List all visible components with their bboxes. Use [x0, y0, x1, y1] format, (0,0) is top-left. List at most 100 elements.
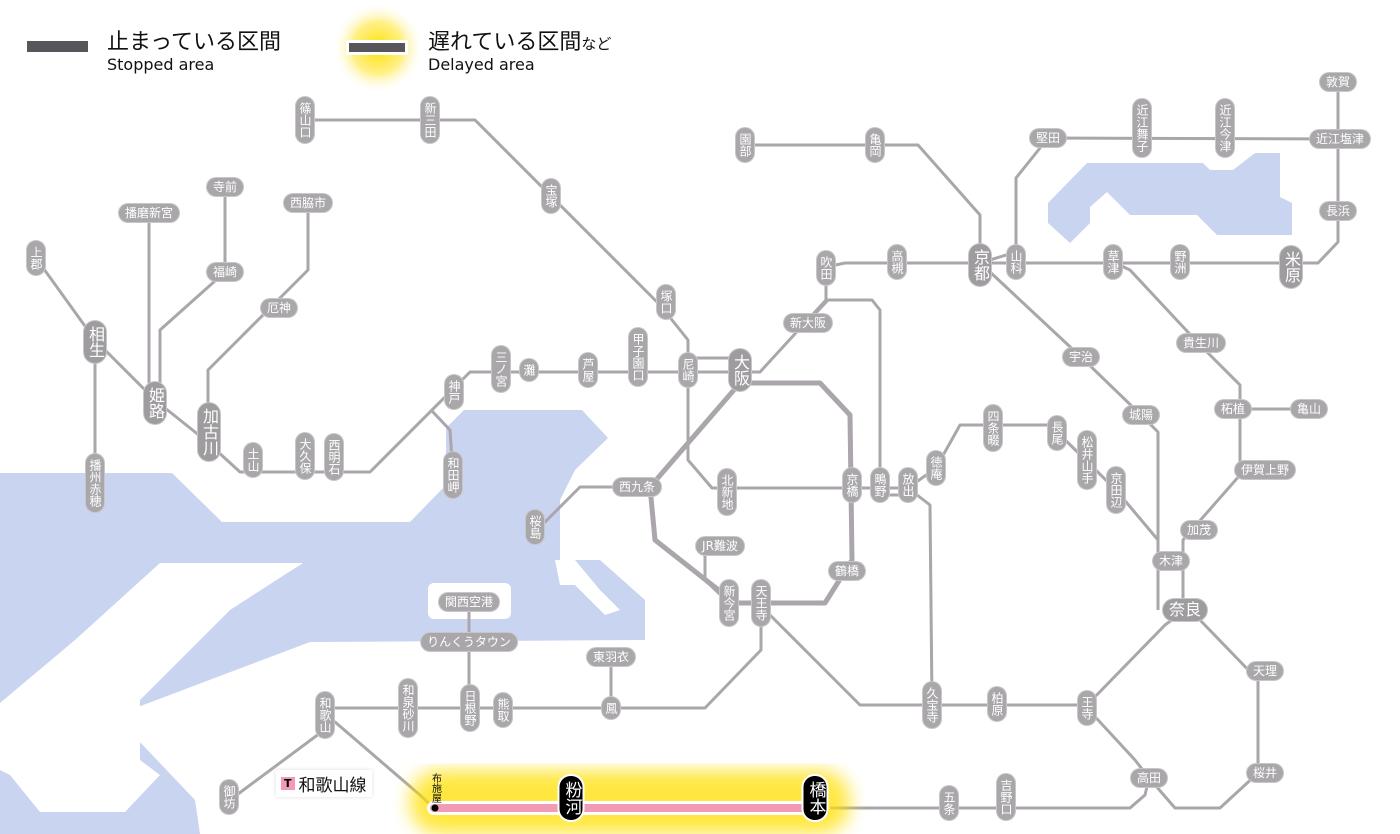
station-rinku[interactable]: りんくうタウン	[421, 633, 517, 651]
station-tenri[interactable]: 天理	[1246, 662, 1284, 680]
station-takada[interactable]: 高田	[1130, 769, 1168, 787]
station-kamigori[interactable]: 上郡	[27, 241, 45, 275]
station-hanaten[interactable]: 放出	[899, 468, 917, 502]
line-label-wakayama[interactable]: T 和歌山線	[276, 770, 372, 797]
station-sonobe[interactable]: 園部	[736, 128, 754, 162]
station-matsuiyamate[interactable]: 松井山手	[1078, 431, 1096, 489]
station-izumisunagawa[interactable]: 和泉砂川	[399, 679, 417, 737]
station-otori[interactable]: 鳳	[602, 697, 620, 719]
station-hashimoto[interactable]: 橋本	[803, 776, 827, 820]
rail-line	[988, 270, 1160, 610]
station-kobe[interactable]: 神戸	[445, 375, 463, 409]
station-kansaiairport[interactable]: 関西空港	[438, 593, 500, 611]
rail-line	[830, 706, 1151, 810]
station-kamo[interactable]: 加茂	[1180, 521, 1218, 539]
station-tokuan[interactable]: 徳庵	[927, 451, 945, 485]
station-joyo[interactable]: 城陽	[1122, 406, 1160, 424]
station-takarazuka[interactable]: 宝塚	[542, 179, 560, 213]
station-kyotanabe[interactable]: 京田辺	[1107, 467, 1125, 513]
fuseya-dot	[431, 804, 439, 812]
station-igaueno[interactable]: 伊賀上野	[1234, 461, 1296, 479]
station-takatsuki[interactable]: 高槻	[888, 245, 906, 279]
station-nishiwakishi[interactable]: 西脇市	[283, 194, 333, 212]
station-oji[interactable]: 王寺	[1078, 691, 1096, 725]
station-nagahama[interactable]: 長浜	[1319, 202, 1357, 220]
station-shijonawate[interactable]: 四条畷	[984, 405, 1002, 451]
station-sakurai[interactable]: 桜井	[1246, 764, 1284, 782]
station-tsukaguchi[interactable]: 塚口	[657, 285, 675, 319]
station-kusatsu[interactable]: 草津	[1104, 245, 1122, 279]
station-shinsanda[interactable]: 新三田	[421, 97, 439, 143]
station-jrnamba[interactable]: JR難波	[696, 537, 744, 555]
station-kumatori[interactable]: 熊取	[494, 693, 512, 727]
station-nagao[interactable]: 長尾	[1048, 416, 1066, 450]
station-tennoji[interactable]: 天王寺	[752, 580, 770, 626]
station-shinimamiya[interactable]: 新今宮	[720, 580, 738, 626]
legend-stopped-en: Stopped area	[107, 55, 215, 74]
station-sannomiya[interactable]: 三ノ宮	[492, 346, 510, 392]
rail-line	[907, 486, 934, 704]
delayed-section[interactable]	[410, 770, 850, 834]
station-omishiotsu[interactable]: 近江塩津	[1309, 130, 1371, 148]
station-tsuruhashi[interactable]: 鶴橋	[828, 562, 866, 580]
station-omimaiko[interactable]: 近江舞子	[1133, 99, 1151, 157]
station-amagasaki[interactable]: 尼崎	[679, 353, 697, 387]
station-sasayamaguchi[interactable]: 篠山口	[296, 97, 314, 143]
station-teramae[interactable]: 寺前	[206, 178, 244, 196]
station-kokawa[interactable]: 粉河	[559, 776, 583, 820]
station-maibara[interactable]: 米原	[1280, 246, 1302, 288]
station-yasu[interactable]: 野洲	[1171, 245, 1189, 279]
station-wakayama[interactable]: 和歌山	[316, 692, 334, 738]
port-pier	[555, 560, 620, 615]
station-kitashinchi[interactable]: 北新地	[718, 469, 736, 515]
station-okubo[interactable]: 大久保	[296, 433, 314, 479]
station-fuseya[interactable]: 布施屋	[429, 773, 441, 803]
station-omiimazu[interactable]: 近江今津	[1216, 99, 1234, 157]
station-higashihagoromo[interactable]: 東羽衣	[586, 648, 636, 666]
station-kyoto[interactable]: 京都	[969, 244, 991, 286]
station-kameyama[interactable]: 亀山	[1290, 400, 1328, 418]
legend-delayed-suffix: など	[581, 35, 612, 53]
station-kibukawa[interactable]: 貴生川	[1176, 334, 1226, 352]
station-yoshinoguchi[interactable]: 吉野口	[997, 774, 1015, 820]
station-nara[interactable]: 奈良	[1162, 599, 1208, 621]
station-fukusaki[interactable]: 福崎	[206, 263, 244, 281]
station-sakurajima[interactable]: 桜島	[526, 510, 544, 544]
station-gobo[interactable]: 御坊	[220, 780, 238, 814]
station-kameoka[interactable]: 亀岡	[866, 128, 884, 162]
station-tsuchiyama[interactable]: 土山	[244, 443, 262, 477]
rail-line	[206, 203, 310, 432]
station-katata[interactable]: 堅田	[1029, 129, 1067, 147]
station-ashiya[interactable]: 芦屋	[579, 353, 597, 387]
station-wadamisaki[interactable]: 和田岬	[444, 452, 462, 498]
osaka-bay	[0, 410, 645, 834]
legend-delayed-swatch	[349, 43, 405, 52]
station-nada[interactable]: 灘	[520, 359, 538, 381]
station-nishiakashi[interactable]: 西明石	[325, 434, 343, 480]
station-koshienguchi[interactable]: 甲子園口	[629, 328, 647, 386]
station-kakogawa[interactable]: 加古川	[198, 403, 220, 461]
station-yamashina[interactable]: 山科	[1007, 245, 1025, 279]
station-shigino[interactable]: 鴫野	[871, 468, 889, 502]
station-kashiwara[interactable]: 柏原	[988, 687, 1006, 721]
station-gojo[interactable]: 五条	[940, 786, 958, 820]
station-harimashingu[interactable]: 播磨新宮	[118, 204, 180, 222]
station-aioi[interactable]: 相生	[84, 321, 106, 363]
station-suita[interactable]: 吹田	[817, 251, 835, 285]
station-kyuhoji[interactable]: 久宝寺	[923, 682, 941, 728]
rail-line	[325, 603, 763, 710]
station-nishikujo[interactable]: 西九条	[612, 478, 662, 496]
station-himeji[interactable]: 姫路	[144, 382, 166, 424]
rail-line	[1014, 136, 1341, 262]
station-kyobashi[interactable]: 京橋	[843, 468, 861, 502]
station-kizu[interactable]: 木津	[1152, 552, 1190, 570]
station-yakujin[interactable]: 厄神	[260, 299, 298, 317]
station-uji[interactable]: 宇治	[1062, 348, 1100, 366]
water-areas	[0, 153, 1292, 834]
station-tsuruga[interactable]: 敦賀	[1319, 73, 1357, 91]
station-hineno[interactable]: 日根野	[461, 685, 479, 731]
station-tsuge[interactable]: 柘植	[1214, 400, 1252, 418]
station-osaka[interactable]: 大阪	[729, 349, 751, 391]
station-shinosaka[interactable]: 新大阪	[783, 314, 833, 332]
station-banshuako[interactable]: 播州赤穂	[86, 454, 104, 512]
